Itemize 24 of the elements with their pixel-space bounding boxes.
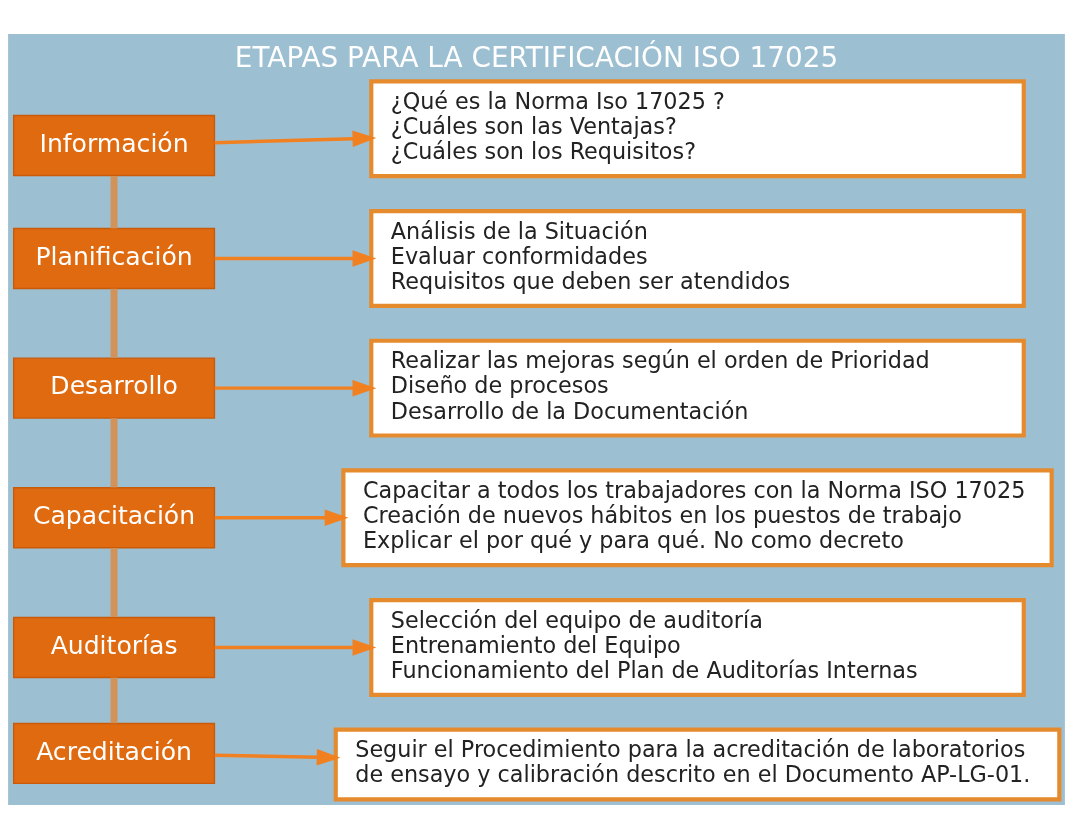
node-box: Planificación bbox=[12, 227, 216, 289]
connector bbox=[110, 417, 118, 487]
node-box: Análisis de la Situación Evaluar conformidades Requisitos que deben ser atendidos bbox=[369, 208, 1026, 308]
node-box: Acreditación bbox=[12, 722, 216, 784]
node-box: Capacitar a todos los trabajadores con la Norma ISO 17025 Creación de nuevos hábitos en los puestos de trabajo Explicar el por qué y para qué. No como decreto bbox=[341, 467, 1054, 567]
connector bbox=[110, 677, 118, 723]
node-box: Información bbox=[12, 114, 216, 176]
arrow bbox=[214, 509, 349, 526]
arrow bbox=[214, 379, 377, 396]
diagram-title: ETAPAS PARA LA CERTIFICACIÓN ISO 17025 bbox=[234, 40, 839, 74]
connector bbox=[110, 175, 118, 228]
node-box: Realizar las mejoras según el orden de Prioridad Diseño de procesos Desarrollo de la Documentación bbox=[369, 338, 1026, 438]
node-box: ¿Qué es la Norma Iso 17025 ? ¿Cuáles son las Ventajas? ¿Cuáles son los Requisitos? bbox=[369, 78, 1026, 178]
connector bbox=[110, 288, 118, 358]
connector bbox=[110, 547, 118, 617]
node-box: Selección del equipo de auditoría Entrenamiento del Equipo Funcionamiento del Plan de Auditorías Internas bbox=[369, 597, 1026, 697]
arrow bbox=[214, 129, 377, 147]
node-box: Auditorías bbox=[12, 616, 216, 678]
node-box: Seguir el Procedimiento para la acreditación de laboratorios de ensayo y calibración descrito en el Documento AP-LG-01. bbox=[333, 727, 1062, 801]
arrow bbox=[214, 249, 377, 267]
arrow bbox=[214, 748, 341, 766]
arrow bbox=[214, 638, 377, 656]
node-box: Desarrollo bbox=[12, 356, 216, 419]
node-box: Capacitación bbox=[12, 486, 216, 548]
